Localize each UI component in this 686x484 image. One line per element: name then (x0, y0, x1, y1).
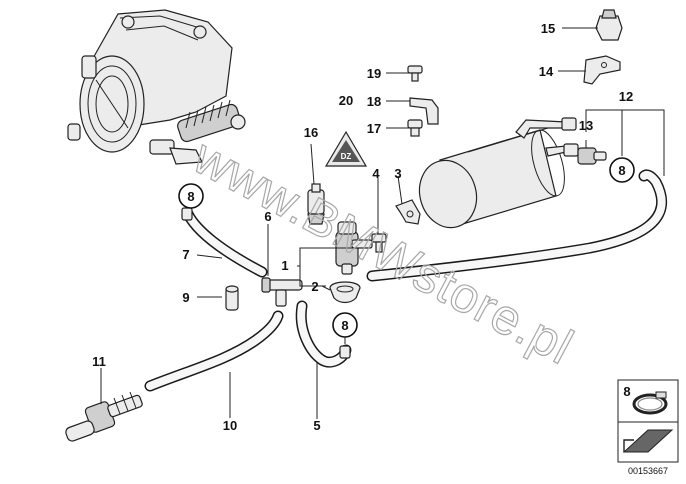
warning-triangle-icon: DZ (324, 130, 368, 167)
purge-valve-icon (335, 221, 373, 275)
legend-callout-8: 8 (623, 384, 630, 399)
callout-9: 9 (182, 290, 189, 305)
callout-8-canister: 8 (618, 163, 625, 178)
diagram-reference-number: 00153667 (628, 466, 668, 476)
callout-18: 18 (367, 94, 381, 109)
screw-icon (371, 233, 387, 253)
screw-icon (407, 119, 423, 137)
direction-arrow-icon (622, 429, 674, 453)
callout-2: 2 (311, 279, 318, 294)
callout-3: 3 (394, 166, 401, 181)
holder-icon (409, 97, 439, 125)
callout-8-valve: 8 (341, 318, 348, 333)
callout-7: 7 (182, 247, 189, 262)
hose-end (339, 345, 351, 359)
hose-7 (182, 208, 268, 278)
callout-6: 6 (264, 209, 271, 224)
callout-1: 1 (281, 258, 288, 273)
hose-12 (366, 169, 668, 282)
sensor-plug-icon (307, 183, 325, 225)
callout-5: 5 (313, 418, 320, 433)
callout-20: 20 (339, 93, 353, 108)
rubber-sleeve-icon (225, 285, 239, 311)
bracket-icon (395, 199, 421, 225)
leader-lines (100, 27, 665, 419)
quick-connector-icon (65, 391, 143, 442)
callout-12: 12 (619, 89, 633, 104)
callout-circle (178, 183, 204, 209)
callout-circle (609, 157, 635, 183)
clip-icon (595, 9, 623, 41)
callout-10: 10 (223, 418, 237, 433)
callout-4: 4 (372, 166, 380, 181)
callout-14: 14 (539, 64, 554, 79)
hose-10 (144, 310, 284, 392)
callout-16: 16 (304, 125, 318, 140)
callout-13: 13 (579, 118, 593, 133)
hose-connector-icon (577, 147, 607, 165)
hose-clamp-icon (632, 391, 668, 415)
bracket-icon (583, 55, 621, 85)
rubber-mount-icon (329, 281, 361, 304)
callout-circle (332, 312, 358, 338)
throttle-body-icon (67, 9, 246, 165)
screw-icon (407, 65, 423, 82)
callout-15: 15 (541, 21, 555, 36)
callout-17: 17 (367, 121, 381, 136)
hose-end (181, 207, 193, 221)
callout-8-throttle: 8 (187, 189, 194, 204)
callout-19: 19 (367, 66, 381, 81)
callout-11: 11 (92, 354, 106, 369)
warning-symbol-text: DZ (341, 152, 352, 161)
activated-charcoal-canister-icon (418, 117, 579, 229)
t-piece-connector-icon (261, 277, 303, 307)
legend-box: 8 00153667 (617, 379, 679, 476)
